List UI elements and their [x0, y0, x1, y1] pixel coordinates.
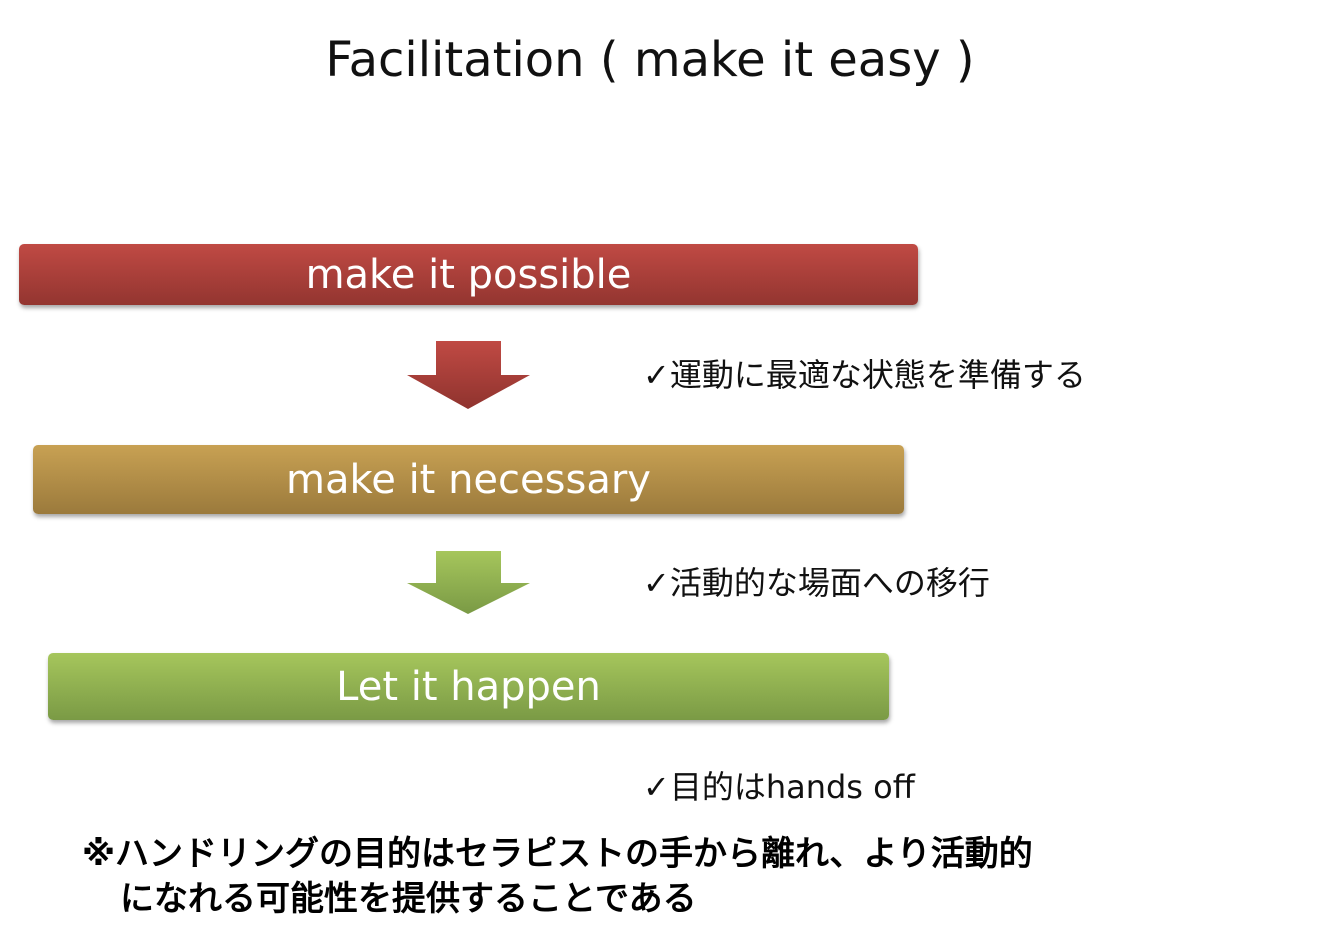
- step-label: Let it happen: [336, 663, 601, 710]
- down-arrow-icon: [407, 341, 530, 409]
- note-line-2: になれる可能性を提供することである: [120, 879, 697, 919]
- bullet-3: ✓目的はhands off: [643, 768, 915, 806]
- note-line-1: ※ハンドリングの目的はセラピストの手から離れ、より活動的: [82, 834, 1033, 874]
- step-make-it-possible: make it possible: [19, 244, 918, 305]
- step-label: make it necessary: [286, 456, 651, 503]
- step-label: make it possible: [305, 251, 632, 298]
- slide-title: Facilitation ( make it easy ): [325, 32, 975, 88]
- bullet-2: ✓活動的な場面への移行: [643, 564, 990, 602]
- bullet-1: ✓運動に最適な状態を準備する: [643, 356, 1086, 394]
- step-make-it-necessary: make it necessary: [33, 445, 904, 514]
- down-arrow-icon: [407, 551, 530, 614]
- step-let-it-happen: Let it happen: [48, 653, 889, 720]
